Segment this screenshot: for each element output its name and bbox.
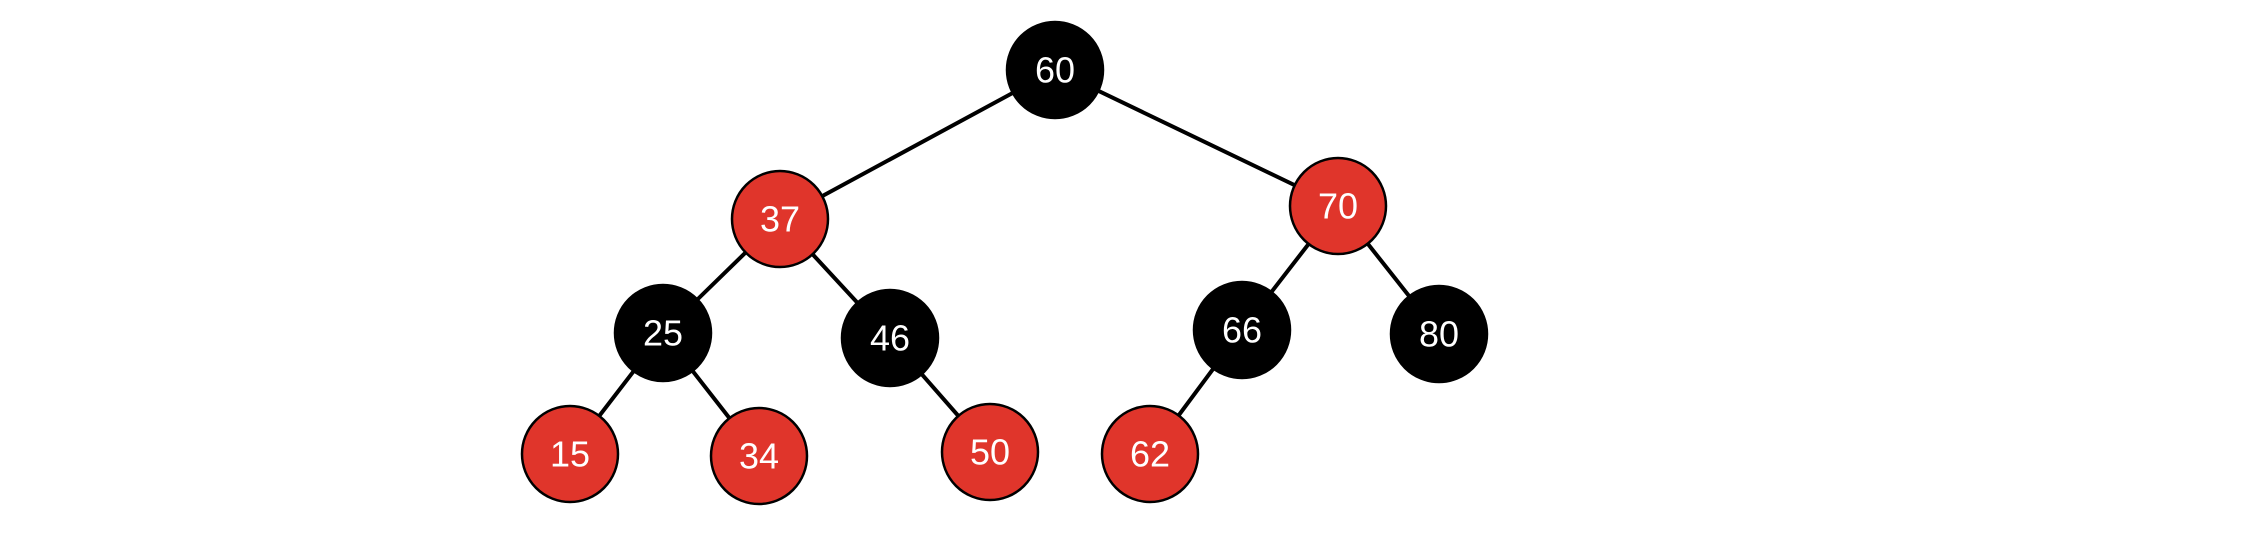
- tree-node-15: 15: [520, 404, 620, 504]
- tree-node-circle-15: [520, 404, 620, 504]
- tree-node-label-25: 25: [643, 313, 683, 354]
- tree-node-70: 70: [1288, 156, 1388, 256]
- tree-node-circle-66: [1192, 280, 1292, 380]
- tree-node-60: 60: [1005, 20, 1105, 120]
- tree-node-80: 80: [1389, 284, 1489, 384]
- tree-node-circle-50: [940, 402, 1040, 502]
- tree-node-label-15: 15: [550, 434, 590, 475]
- tree-node-circle-34: [709, 406, 809, 506]
- tree-node-circle-60: [1005, 20, 1105, 120]
- tree-node-66: 66: [1192, 280, 1292, 380]
- tree-node-label-37: 37: [760, 199, 800, 240]
- tree-node-34: 34: [709, 406, 809, 506]
- tree-node-circle-70: [1288, 156, 1388, 256]
- tree-node-label-46: 46: [870, 318, 910, 359]
- tree-node-label-60: 60: [1035, 50, 1075, 91]
- tree-node-label-66: 66: [1222, 310, 1262, 351]
- tree-node-label-50: 50: [970, 432, 1010, 473]
- tree-node-46: 46: [840, 288, 940, 388]
- tree-node-circle-46: [840, 288, 940, 388]
- tree-node-37: 37: [730, 169, 830, 269]
- tree-node-label-70: 70: [1318, 186, 1358, 227]
- tree-edge-60-37: [778, 68, 1057, 221]
- tree-node-circle-62: [1100, 404, 1200, 504]
- edge-layer: [568, 68, 1441, 458]
- tree-node-label-80: 80: [1419, 314, 1459, 355]
- tree-node-circle-37: [730, 169, 830, 269]
- tree-edge-60-70: [1053, 68, 1340, 208]
- tree-node-25: 25: [613, 283, 713, 383]
- tree-node-50: 50: [940, 402, 1040, 502]
- tree-node-circle-25: [613, 283, 713, 383]
- tree-node-label-62: 62: [1130, 434, 1170, 475]
- node-layer: 60 37 70 25 46 66 80 15 34 50 62: [520, 20, 1489, 506]
- tree-node-circle-80: [1389, 284, 1489, 384]
- tree-node-62: 62: [1100, 404, 1200, 504]
- tree-node-label-34: 34: [739, 436, 779, 477]
